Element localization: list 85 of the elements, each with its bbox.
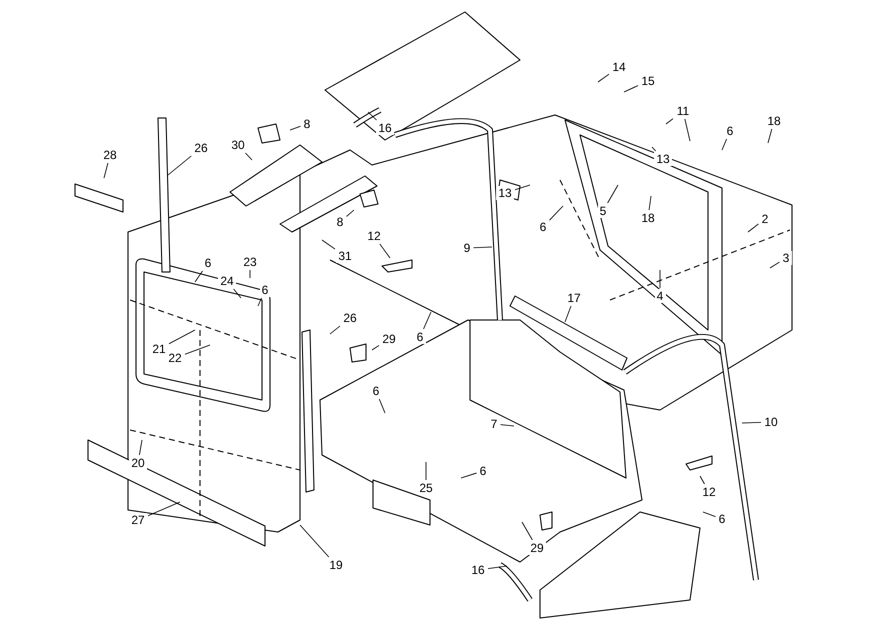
callout-number: 19 (327, 558, 345, 572)
leader-line (378, 398, 386, 414)
callout-number: 16 (469, 563, 487, 577)
leader-line (168, 330, 196, 344)
leader-line (346, 210, 354, 217)
callout-number: 21 (150, 342, 168, 356)
callout-number: 12 (365, 229, 383, 243)
leader-line (700, 476, 705, 484)
leader-line (233, 288, 242, 298)
callout-number: 6 (414, 330, 426, 344)
callout-number: 9 (462, 241, 472, 255)
leader-line (372, 345, 380, 350)
callout-number: 6 (370, 384, 382, 398)
leader-line (702, 512, 716, 517)
leader-line (423, 312, 432, 330)
callout-number: 28 (101, 148, 119, 162)
leader-line (379, 244, 390, 258)
callout-number: 26 (341, 311, 359, 325)
leader-line (722, 138, 728, 150)
callout-number: 2 (760, 212, 770, 226)
leader-line (522, 522, 533, 540)
callout-number: 18 (639, 211, 657, 225)
leader-line (368, 112, 377, 120)
callout-number: 6 (478, 464, 488, 478)
callout-number: 6 (202, 256, 214, 270)
callout-number: 6 (724, 124, 736, 138)
callout-number: 23 (241, 255, 259, 269)
callout-number: 8 (302, 117, 312, 131)
leader-line (500, 424, 514, 426)
leader-line (514, 184, 530, 190)
leader-line (624, 85, 638, 92)
callout-number: 5 (598, 204, 608, 218)
callout-number: 8 (334, 215, 346, 229)
callout-number: 27 (129, 513, 147, 527)
callout-number: 6 (538, 220, 548, 234)
callout-number: 18 (765, 114, 783, 128)
leader-line (742, 422, 762, 424)
callout-number: 4 (654, 289, 666, 303)
leader-line (184, 344, 210, 355)
leader-line (104, 162, 108, 178)
callout-number: 29 (528, 541, 546, 555)
leader-line (748, 224, 759, 232)
leader-line (330, 326, 340, 334)
leader-line (148, 502, 180, 516)
callout-number: 17 (565, 291, 583, 305)
callout-number: 6 (260, 283, 270, 297)
callout-number: 3 (780, 251, 792, 265)
leader-line (564, 306, 572, 322)
callout-number: 6 (716, 512, 728, 526)
leader-line (245, 152, 252, 160)
callout-number: 24 (218, 274, 236, 288)
leader-line (138, 440, 142, 456)
callout-number: 14 (610, 60, 628, 74)
callout-number: 13 (496, 186, 514, 200)
callout-number: 13 (654, 152, 672, 166)
leader-line (684, 118, 690, 142)
callout-number: 29 (380, 332, 398, 346)
leader-line (666, 118, 674, 124)
callout-number: 15 (639, 74, 657, 88)
leader-line (194, 270, 203, 282)
leader-line (768, 128, 772, 144)
callout-number: 22 (166, 351, 184, 365)
leader-line (258, 298, 262, 306)
leader-line (648, 196, 652, 210)
leader-line (607, 184, 618, 204)
leader-line (322, 240, 336, 250)
callout-number: 12 (700, 485, 718, 499)
leader-line (460, 472, 477, 478)
leader-line (488, 566, 508, 570)
leader-line (652, 146, 656, 152)
callout-number: 10 (762, 415, 780, 429)
leader-line (770, 262, 780, 268)
leader-line (168, 156, 192, 176)
leader-line (290, 126, 301, 130)
leader-line (300, 524, 330, 558)
leader-line (473, 246, 492, 248)
callout-number: 16 (376, 121, 394, 135)
callout-number: 30 (229, 138, 247, 152)
leader-line (598, 74, 610, 82)
leader-line (549, 206, 564, 221)
callout-number: 7 (488, 417, 500, 431)
callout-number: 31 (336, 249, 354, 263)
callout-number: 26 (192, 141, 210, 155)
callout-number: 20 (129, 456, 147, 470)
callout-number: 25 (417, 481, 435, 495)
